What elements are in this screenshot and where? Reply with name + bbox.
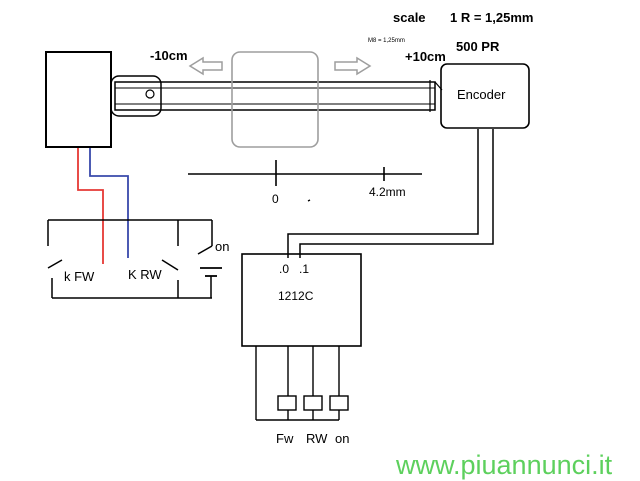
- scale-label: scale: [393, 10, 426, 25]
- m8-note: M8 = 1,25mm: [368, 38, 405, 44]
- relay-rw: [303, 395, 323, 411]
- output-rw-label: RW: [306, 431, 328, 446]
- switch-rw-label: K RW: [128, 267, 162, 282]
- carriage: [231, 51, 319, 148]
- encoder-label: Encoder: [457, 87, 506, 102]
- switch-on-contact: [197, 245, 213, 255]
- arrow-right: [334, 56, 372, 76]
- motor-box: [45, 51, 112, 148]
- switch-fw-contact: [47, 259, 63, 269]
- switch-fw-label: k FW: [64, 269, 95, 284]
- encoder-box: [440, 63, 530, 129]
- plc-input-0: .0: [279, 262, 290, 276]
- pr-label: 500 PR: [456, 39, 500, 54]
- switch-on-label: on: [215, 239, 230, 254]
- encoder-cable-outer: [287, 129, 479, 258]
- ruler-zero-label: 0: [272, 192, 279, 206]
- output-on-label: on: [335, 431, 350, 446]
- wire-red: [77, 148, 104, 264]
- screw-shaft: [114, 81, 436, 111]
- right-limit-label: +10cm: [405, 49, 446, 64]
- arrow-left: [188, 56, 223, 76]
- ruler-dot: [307, 199, 311, 202]
- ruler-mark-label: 4.2mm: [369, 185, 406, 199]
- plc-box: [241, 253, 362, 347]
- ratio-label: 1 R = 1,25mm: [450, 10, 534, 25]
- coupling-screw: [145, 89, 155, 99]
- switch-rw-contact: [161, 259, 179, 271]
- watermark: www.piuannunci.it: [396, 450, 613, 480]
- shaft-coupling: [110, 75, 162, 117]
- plc-input-1: .1: [299, 262, 310, 276]
- relay-on: [329, 395, 349, 411]
- plc-model-label: 1212C: [278, 289, 314, 303]
- wire-blue: [89, 148, 129, 258]
- output-fw-label: Fw: [276, 431, 294, 446]
- left-limit-label: -10cm: [150, 48, 188, 63]
- encoder-cable-inner: [299, 129, 494, 258]
- relay-fw: [277, 395, 297, 411]
